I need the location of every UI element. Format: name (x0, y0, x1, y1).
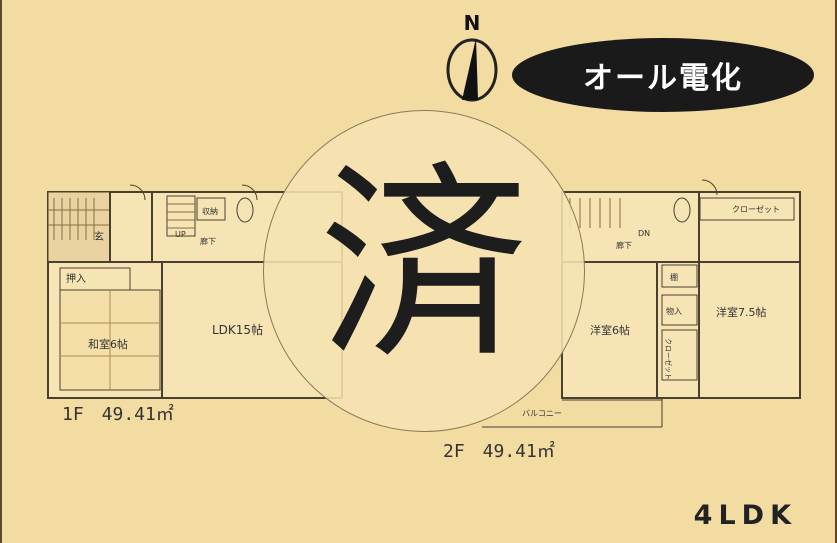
floor2-area-label: 2F 49.41㎡ (443, 441, 555, 462)
compass-icon: N (446, 11, 498, 102)
youshitsu-label: 洋室6帖 (590, 323, 630, 337)
shinshitsu-label: 洋室7.5帖 (716, 305, 767, 319)
up-label: UP (175, 230, 186, 239)
all-electric-badge-text: オール電化 (583, 61, 743, 96)
floor2-plan (482, 179, 801, 428)
closet-side-label: クローゼット (664, 338, 673, 380)
corridor-1f-label: 廊下 (200, 236, 216, 246)
compass-letter: N (464, 11, 481, 35)
corridor-2f-label: 廊下 (616, 240, 632, 250)
closet-top-label: クローゼット (732, 204, 780, 214)
washitsu-label: 和室6帖 (88, 337, 128, 351)
balcony-label: バルコニー (522, 409, 562, 418)
sold-stamp: 済 (263, 110, 585, 432)
ldk-label: LDK15帖 (212, 322, 263, 337)
all-electric-badge: オール電化 (512, 38, 814, 112)
layout-type-label: 4LDK (693, 500, 797, 531)
storage-2f-label: 物入 (666, 306, 682, 316)
oshiire-label: 押入 (66, 272, 86, 285)
genkan-label: 玄 (94, 230, 104, 243)
tana-label: 棚 (670, 272, 678, 282)
sold-stamp-text: 済 (318, 143, 529, 388)
storage-1f-label: 収納 (202, 206, 218, 216)
dn-label: DN (638, 229, 650, 238)
floor1-area-label: 1F 49.41㎡ (62, 404, 174, 425)
